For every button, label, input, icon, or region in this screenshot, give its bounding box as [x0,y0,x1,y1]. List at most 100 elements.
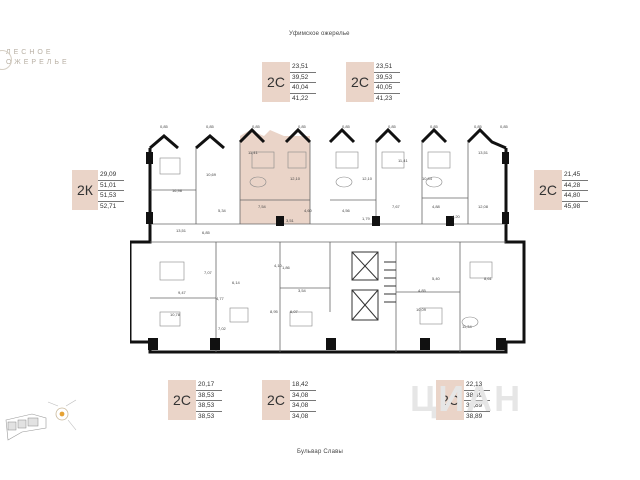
room-area-label: 11,41 [248,150,258,155]
room-area-label: 0,85 [342,124,350,129]
room-area-label: 16,98 [172,188,183,193]
apartment-type: 2К [72,170,98,210]
room-area-label: 13,51 [478,150,489,155]
street-label-top: Уфимское ожерелье [289,31,350,37]
room-area-label: 10,69 [206,172,217,177]
apartment-type: 2С [436,380,464,420]
area-value: 40,05 [374,83,400,94]
area-value: 38,53 [196,401,222,412]
room-area-label: 4,85 [418,288,426,293]
logo-line-1: ЛЕСНОЕ [6,49,54,56]
area-value: 38,53 [198,412,215,420]
legend-card-top-right: 2С 23,51 39,53 40,05 41,23 [346,62,400,103]
room-area-label: 8,95 [270,309,278,314]
stair-core [351,251,396,321]
room-area-label: 7,02 [218,326,226,331]
room-area-label: 0,85 [474,124,482,129]
room-area-label: 11,34 [462,324,472,329]
minimap-building [27,417,39,427]
area-value: 52,71 [100,202,117,210]
area-value: 41,22 [292,94,309,102]
room-area-label: 0,85 [252,124,260,129]
room-area-label: 4,20 [452,214,460,219]
room-area-label: 0,85 [160,124,168,129]
room-area-label: 10,94 [422,176,433,181]
room-area-label: 8,61 [484,276,492,281]
room-area-label: 10,09 [416,307,427,312]
area-value: 38,89 [466,412,483,420]
room-area-label: 0,85 [430,124,438,129]
room-area-label: 11,41 [398,158,408,163]
area-value: 44,28 [562,181,588,192]
room-area-label: 4,60 [304,208,312,213]
minimap-building [17,419,27,429]
area-value: 34,08 [292,412,309,420]
area-value: 51,01 [98,181,124,192]
room-area-label: 4,88 [432,204,440,209]
room-area-label: 12,10 [362,176,373,181]
outer-walls [130,127,526,354]
area-value: 51,53 [98,191,124,202]
room-area-label: 7,67 [392,204,400,209]
site-minimap [5,399,77,441]
room-area-label: 4,77 [216,296,224,301]
highlighted-apartment [240,130,310,224]
legend-card-left: 2К 29,09 51,01 51,53 52,71 [72,170,124,211]
room-area-label: 4,56 [342,208,350,213]
area-value: 41,23 [376,94,393,102]
room-area-label: 6,07 [290,309,298,314]
apartment-type: 2С [168,380,196,420]
area-value: 20,17 [196,380,222,391]
room-area-label: 4,10 [274,263,282,268]
watermark: ЦИАН [410,378,523,419]
legend-card-right: 2С 21,45 44,28 44,80 45,98 [534,170,588,211]
apartment-type: 2С [534,170,562,210]
room-area-label: 1,79 [362,216,370,221]
area-value: 44,80 [562,191,588,202]
room-area-label: 0,85 [298,124,306,129]
room-area-label: 13,51 [176,228,187,233]
floor-plan [130,127,526,354]
street-label-bottom: Бульвар Славы [297,449,344,455]
minimap-location-marker-icon [59,411,65,417]
room-area-label: 7,07 [204,270,212,275]
room-area-label: 5,34 [218,208,226,213]
interior-partitions [150,142,506,352]
area-value: 23,51 [290,62,316,73]
room-area-label: 3,51 [286,218,294,223]
area-value: 29,09 [98,170,124,181]
area-value: 45,98 [564,202,581,210]
area-value: 38,53 [196,391,222,402]
apartment-type: 2С [262,62,290,102]
brand-logo: ЛЕСНОЕ ОЖЕРЕЛЬЕ [0,48,76,70]
area-value: 34,08 [290,391,316,402]
logo-line-2: ОЖЕРЕЛЬЕ [6,59,70,66]
area-value: 40,04 [290,83,316,94]
apartment-type: 2С [262,380,290,420]
room-area-label: 6,85 [202,230,210,235]
room-area-label: 12,08 [478,204,489,209]
room-area-label: 12,10 [290,176,301,181]
minimap-building [7,421,17,431]
area-value: 38,89 [464,391,490,402]
room-area-label: 9,47 [178,290,186,295]
area-value: 39,53 [374,73,400,84]
legend-card-top-left: 2С 23,51 39,52 40,04 41,22 [262,62,316,103]
legend-card-bottom-middle: 2С 18,42 34,08 34,08 34,08 [262,380,316,421]
room-area-label: 1,86 [282,265,290,270]
room-area-label: 6,14 [232,280,240,285]
area-value: 18,42 [290,380,316,391]
legend-card-bottom-right: 2С 22,13 38,89 38,89 38,89 [436,380,490,421]
room-area-label: 7,54 [258,204,266,209]
room-area-label: 0,85 [500,124,508,129]
room-area-label: 5,40 [432,276,440,281]
furniture [159,151,493,328]
minimap-roundabout [55,407,69,421]
room-area-label: 0,85 [388,124,396,129]
room-area-label: 3,54 [298,288,306,293]
structural-columns [146,152,509,350]
area-value: 22,13 [464,380,490,391]
area-value: 23,51 [374,62,400,73]
room-area-label: 0,85 [206,124,214,129]
area-value: 38,89 [464,401,490,412]
